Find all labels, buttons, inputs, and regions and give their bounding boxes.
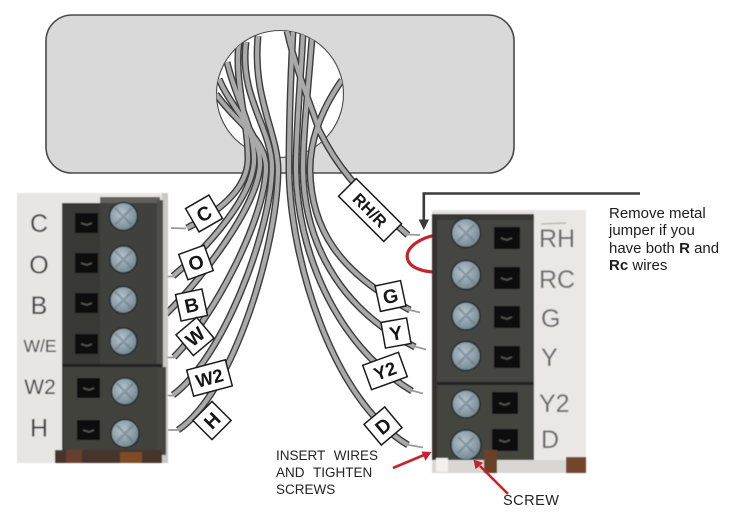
- svg-text:B: B: [183, 294, 201, 318]
- svg-text:D: D: [541, 426, 559, 454]
- svg-text:W/E: W/E: [23, 336, 56, 356]
- svg-text:G: G: [381, 285, 400, 310]
- svg-text:RH: RH: [539, 225, 575, 253]
- svg-text:O: O: [185, 251, 207, 277]
- svg-text:G: G: [541, 305, 560, 333]
- svg-text:W2: W2: [24, 376, 56, 399]
- svg-text:H: H: [30, 415, 48, 443]
- svg-text:Y: Y: [541, 344, 558, 372]
- svg-text:RC: RC: [539, 266, 575, 294]
- svg-text:C: C: [30, 210, 48, 238]
- svg-text:B: B: [31, 292, 48, 320]
- svg-text:Y: Y: [388, 322, 405, 346]
- svg-text:O: O: [29, 252, 48, 280]
- svg-text:Y2: Y2: [539, 390, 570, 418]
